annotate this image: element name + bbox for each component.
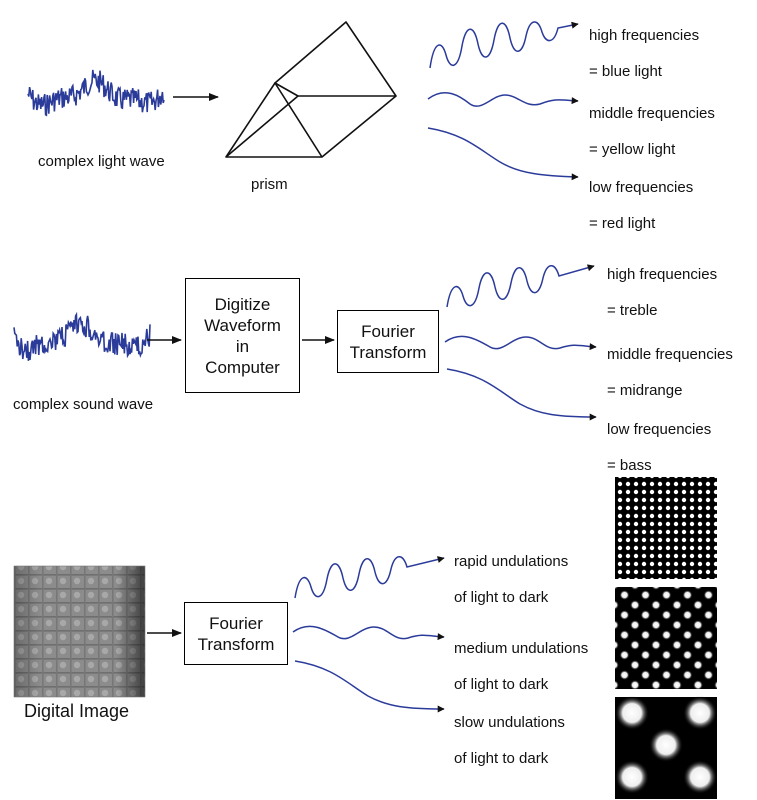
digital-image-sample: [13, 565, 146, 698]
light-output-middle-line2: = yellow light: [589, 141, 676, 158]
light-output-low: low frequencies = red light: [589, 161, 693, 251]
wave-middle-sound: [444, 335, 597, 351]
light-output-middle: middle frequencies = yellow light: [589, 87, 715, 177]
fourier-box-image: Fourier Transform: [184, 602, 288, 665]
complex-light-wave: [27, 69, 165, 117]
image-output-rapid: rapid undulations of light to dark: [454, 535, 568, 625]
sound-output-middle: middle frequencies = midrange: [607, 328, 733, 418]
image-output-slow: slow undulations of light to dark: [454, 696, 565, 786]
wave-high-sound: [446, 264, 595, 308]
sound-output-middle-line1: middle frequencies: [607, 346, 733, 363]
wave-slow-image: [294, 660, 445, 713]
image-output-rapid-line1: rapid undulations: [454, 553, 569, 570]
fourier-box-sound: Fourier Transform: [337, 310, 439, 373]
sound-output-low: low frequencies = bass: [607, 403, 711, 493]
wave-low-light: [427, 127, 579, 181]
image-output-medium-line2: of light to dark: [454, 676, 549, 693]
sound-output-middle-line2: = midrange: [607, 382, 683, 399]
prism-drawing: [225, 21, 397, 158]
image-output-rapid-line2: of light to dark: [454, 589, 549, 606]
pattern-slow: [615, 696, 717, 799]
image-output-medium: medium undulations of light to dark: [454, 622, 588, 712]
wave-middle-light: [427, 92, 579, 107]
sound-wave-label: complex sound wave: [13, 396, 154, 413]
wave-rapid-image: [294, 556, 445, 599]
light-output-low-line2: = red light: [589, 215, 656, 232]
sound-output-high: high frequencies = treble: [607, 248, 717, 338]
sound-output-low-line1: low frequencies: [607, 421, 712, 438]
light-output-middle-line1: middle frequencies: [589, 105, 715, 122]
sound-output-low-line2: = bass: [607, 457, 652, 474]
light-output-low-line1: low frequencies: [589, 179, 694, 196]
digital-image-label: Digital Image: [24, 701, 130, 721]
pattern-medium: [615, 587, 717, 689]
image-output-medium-line1: medium undulations: [454, 640, 589, 657]
digitize-box: Digitize Waveform in Computer: [185, 278, 300, 393]
prism-label: prism: [251, 176, 288, 193]
complex-sound-wave: [13, 311, 151, 361]
pattern-rapid: [615, 477, 717, 579]
wave-medium-image: [292, 625, 445, 641]
light-output-high-line1: high frequencies: [589, 27, 700, 44]
sound-output-high-line2: = treble: [607, 302, 658, 319]
light-output-high: high frequencies = blue light: [589, 9, 699, 99]
light-wave-label: complex light wave: [38, 153, 165, 170]
wave-low-sound: [446, 368, 597, 421]
wave-high-light: [429, 21, 579, 69]
image-output-slow-line2: of light to dark: [454, 750, 549, 767]
light-output-high-line2: = blue light: [589, 63, 662, 80]
sound-output-high-line1: high frequencies: [607, 266, 718, 283]
image-output-slow-line1: slow undulations: [454, 714, 565, 731]
